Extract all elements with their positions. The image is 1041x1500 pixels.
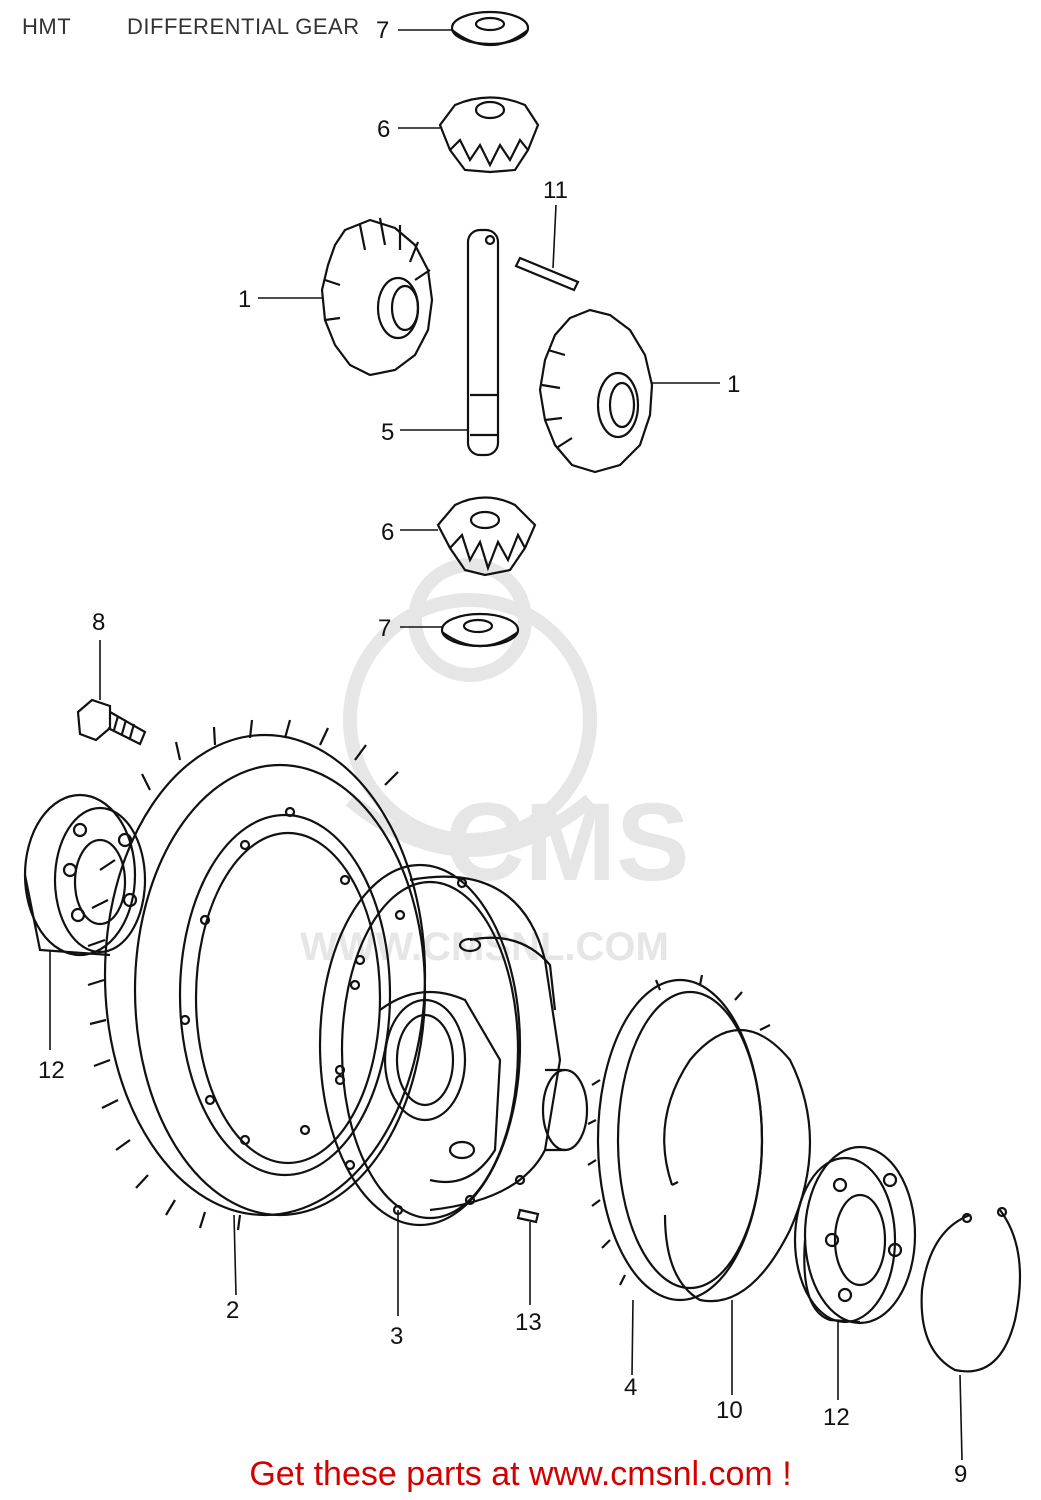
callout-8: 8 — [92, 609, 105, 636]
side-gear-left — [320, 217, 434, 377]
dowel-pin — [516, 1208, 540, 1224]
leader-lines — [49, 29, 963, 1461]
shaft-pin — [514, 256, 580, 292]
thrust-washer-bottom — [440, 612, 520, 648]
callout-1-right: 1 — [727, 371, 740, 398]
snap-ring-large — [663, 1028, 812, 1303]
pinion-gear-bottom — [436, 496, 537, 577]
callout-9: 9 — [954, 1461, 967, 1488]
snap-ring-small — [920, 1206, 1022, 1373]
callout-10: 10 — [716, 1397, 743, 1424]
callout-1-left: 1 — [238, 286, 251, 313]
bearing-right — [793, 1145, 917, 1325]
ring-gear — [87, 719, 427, 1231]
footer-link[interactable]: Get these parts at www.cmsnl.com ! — [249, 1455, 792, 1493]
callout-7-bottom: 7 — [378, 615, 391, 642]
header-code: HMT — [22, 14, 72, 39]
differential-case — [318, 863, 589, 1227]
watermark-brand: CMS — [445, 781, 689, 904]
header-title: DIFFERENTIAL GEAR — [127, 14, 360, 39]
callout-13: 13 — [515, 1309, 542, 1336]
side-gear-right — [538, 308, 654, 474]
callout-4: 4 — [624, 1374, 637, 1401]
pinion-gear-top — [438, 96, 540, 174]
callout-2: 2 — [226, 1297, 239, 1324]
callout-6-bottom: 6 — [381, 519, 394, 546]
callout-11: 11 — [543, 177, 568, 204]
callout-3: 3 — [390, 1323, 403, 1350]
thrust-washer-top — [450, 10, 530, 47]
bearing-left — [23, 793, 147, 957]
watermark-logo — [343, 558, 597, 857]
bolt — [76, 698, 147, 746]
speedometer-gear — [587, 974, 771, 1302]
callout-5: 5 — [381, 419, 394, 446]
pinion-shaft — [466, 228, 500, 457]
callout-12-left: 12 — [38, 1057, 65, 1084]
callout-6-top: 6 — [377, 116, 390, 143]
callout-7-top: 7 — [376, 17, 389, 44]
callout-12-right: 12 — [823, 1404, 850, 1431]
